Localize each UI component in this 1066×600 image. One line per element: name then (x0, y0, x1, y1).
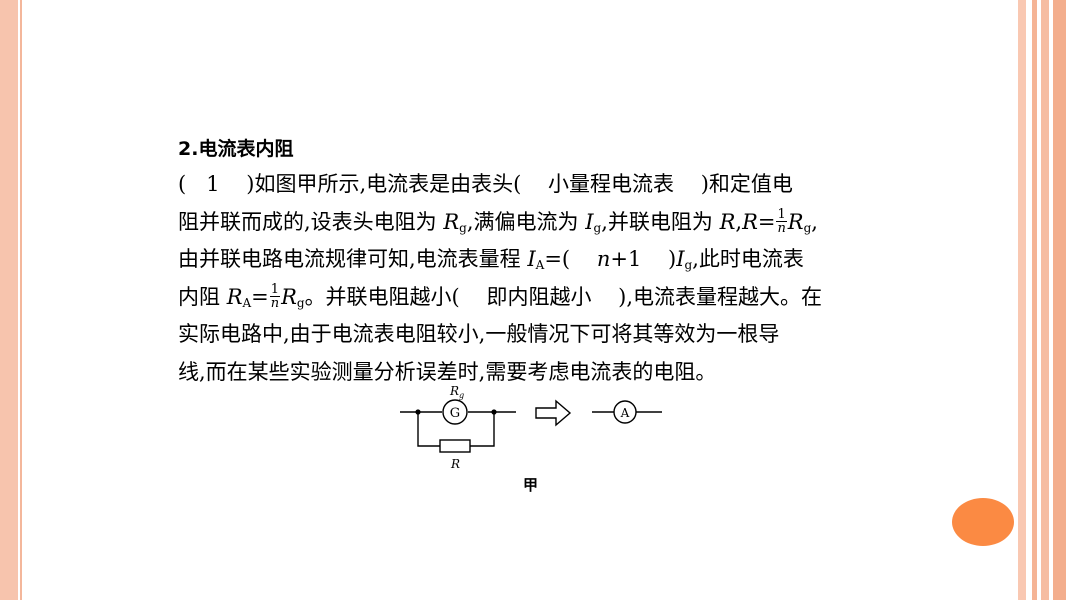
r-label: R (450, 457, 460, 471)
wire-branch-right (470, 412, 495, 447)
text-line-6: 线,而在某些实验测量分析误差时,需要考虑电流表的电阻。 (178, 359, 717, 384)
slide-frame-right (1018, 0, 1066, 600)
slide-frame-left-line (20, 0, 22, 600)
symbol-i: I (585, 209, 594, 234)
resistor (439, 439, 471, 453)
ammeter-label: A (620, 406, 630, 420)
wire-branch-left (417, 412, 440, 447)
junction-dot-left (415, 409, 421, 415)
text-line-5: 实际电路中,由于电流表电阻较小,一般情况下可将其等效为一根导 (178, 322, 780, 346)
text-line-3: 由并联电路电流规律可知,电流表量程 IA=( n+1 )Ig,此时电流表 (178, 247, 804, 272)
rg-label: Rg (449, 384, 464, 400)
ammeter-symbol (613, 400, 637, 424)
page-dot (952, 498, 1014, 546)
text-line-1: ( 1 )如图甲所示,电流表是由表头( 小量程电流表 )和定值电 (178, 172, 793, 196)
figure-caption: 甲 (523, 476, 539, 494)
circuit-diagram: G A Rg R (400, 384, 662, 471)
equivalent-arrow-icon (535, 399, 572, 427)
slide-content: 2.电流表内阻 ( 1 )如图甲所示,电流表是由表头( 小量程电流表 )和定值电… (178, 136, 898, 391)
galvanometer-symbol (442, 399, 468, 425)
section-title: 2.电流表内阻 (178, 138, 294, 160)
junction-dot-right (491, 409, 497, 415)
slide-frame-left (0, 0, 18, 600)
symbol-r: R (443, 209, 460, 234)
galvanometer-label: G (450, 406, 460, 421)
